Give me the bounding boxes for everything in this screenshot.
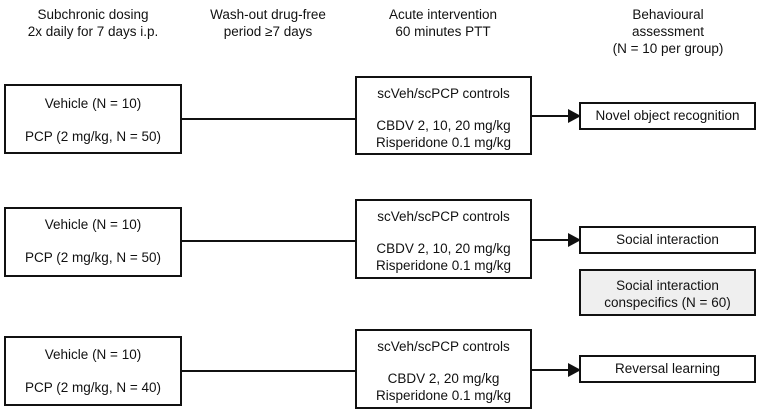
header-line: Behavioural xyxy=(632,7,704,22)
header-behavioural-assessment: Behavioural assessment (N = 10 per group… xyxy=(582,6,754,57)
header-subchronic-dosing: Subchronic dosing 2x daily for 7 days i.… xyxy=(8,6,178,40)
header-line: (N = 10 per group) xyxy=(612,41,724,56)
header-line: Subchronic dosing xyxy=(37,7,149,22)
dosing-box-row-2: Vehicle (N = 10) PCP (2 mg/kg, N = 50) xyxy=(4,207,182,277)
intervention-controls: scVeh/scPCP controls xyxy=(377,339,510,354)
dosing-pcp: PCP (2 mg/kg, N = 50) xyxy=(25,250,161,265)
header-wash-out: Wash-out drug-free period ≥7 days xyxy=(188,6,348,40)
conspecifics-line: conspecifics (N = 60) xyxy=(604,295,731,310)
conspecifics-box: Social interaction conspecifics (N = 60) xyxy=(579,269,756,316)
conspecifics-line: Social interaction xyxy=(616,278,719,293)
dosing-vehicle: Vehicle (N = 10) xyxy=(44,96,142,111)
header-line: 2x daily for 7 days i.p. xyxy=(27,24,159,39)
dosing-pcp: PCP (2 mg/kg, N = 40) xyxy=(25,380,161,395)
assessment-social-interaction: Social interaction xyxy=(616,232,719,247)
assessment-box-row-2: Social interaction xyxy=(579,226,756,254)
connector-line xyxy=(182,118,355,120)
intervention-risperidone: Risperidone 0.1 mg/kg xyxy=(375,135,512,150)
intervention-controls: scVeh/scPCP controls xyxy=(377,209,510,224)
assessment-reversal-learning: Reversal learning xyxy=(614,361,721,376)
dosing-box-row-1: Vehicle (N = 10) PCP (2 mg/kg, N = 50) xyxy=(4,84,182,154)
intervention-box-row-2: scVeh/scPCP controls CBDV 2, 10, 20 mg/k… xyxy=(355,199,532,279)
assessment-box-row-1: Novel object recognition xyxy=(579,102,756,130)
header-line: assessment xyxy=(631,24,705,39)
arrow xyxy=(532,233,581,247)
intervention-cbdv: CBDV 2, 10, 20 mg/kg xyxy=(376,118,511,133)
connector-line xyxy=(182,370,355,372)
intervention-box-row-1: scVeh/scPCP controls CBDV 2, 10, 20 mg/k… xyxy=(355,76,532,155)
intervention-risperidone: Risperidone 0.1 mg/kg xyxy=(375,388,512,403)
dosing-box-row-3: Vehicle (N = 10) PCP (2 mg/kg, N = 40) xyxy=(4,336,182,406)
arrow xyxy=(532,363,581,377)
connector-line xyxy=(182,240,355,242)
header-line: Wash-out drug-free xyxy=(210,7,326,22)
header-line: Acute intervention xyxy=(388,7,498,22)
dosing-vehicle: Vehicle (N = 10) xyxy=(44,217,142,232)
assessment-box-row-3: Reversal learning xyxy=(579,355,756,383)
dosing-pcp: PCP (2 mg/kg, N = 50) xyxy=(25,129,161,144)
intervention-cbdv: CBDV 2, 10, 20 mg/kg xyxy=(376,241,511,256)
arrow xyxy=(532,109,581,123)
intervention-risperidone: Risperidone 0.1 mg/kg xyxy=(375,258,512,273)
header-acute-intervention: Acute intervention 60 minutes PTT xyxy=(358,6,528,40)
intervention-controls: scVeh/scPCP controls xyxy=(377,86,510,101)
intervention-cbdv: CBDV 2, 20 mg/kg xyxy=(387,371,500,386)
assessment-novel-object-recognition: Novel object recognition xyxy=(595,108,740,123)
header-line: 60 minutes PTT xyxy=(395,24,491,39)
intervention-box-row-3: scVeh/scPCP controls CBDV 2, 20 mg/kg Ri… xyxy=(355,329,532,409)
header-line: period ≥7 days xyxy=(223,24,313,39)
dosing-vehicle: Vehicle (N = 10) xyxy=(44,347,142,362)
